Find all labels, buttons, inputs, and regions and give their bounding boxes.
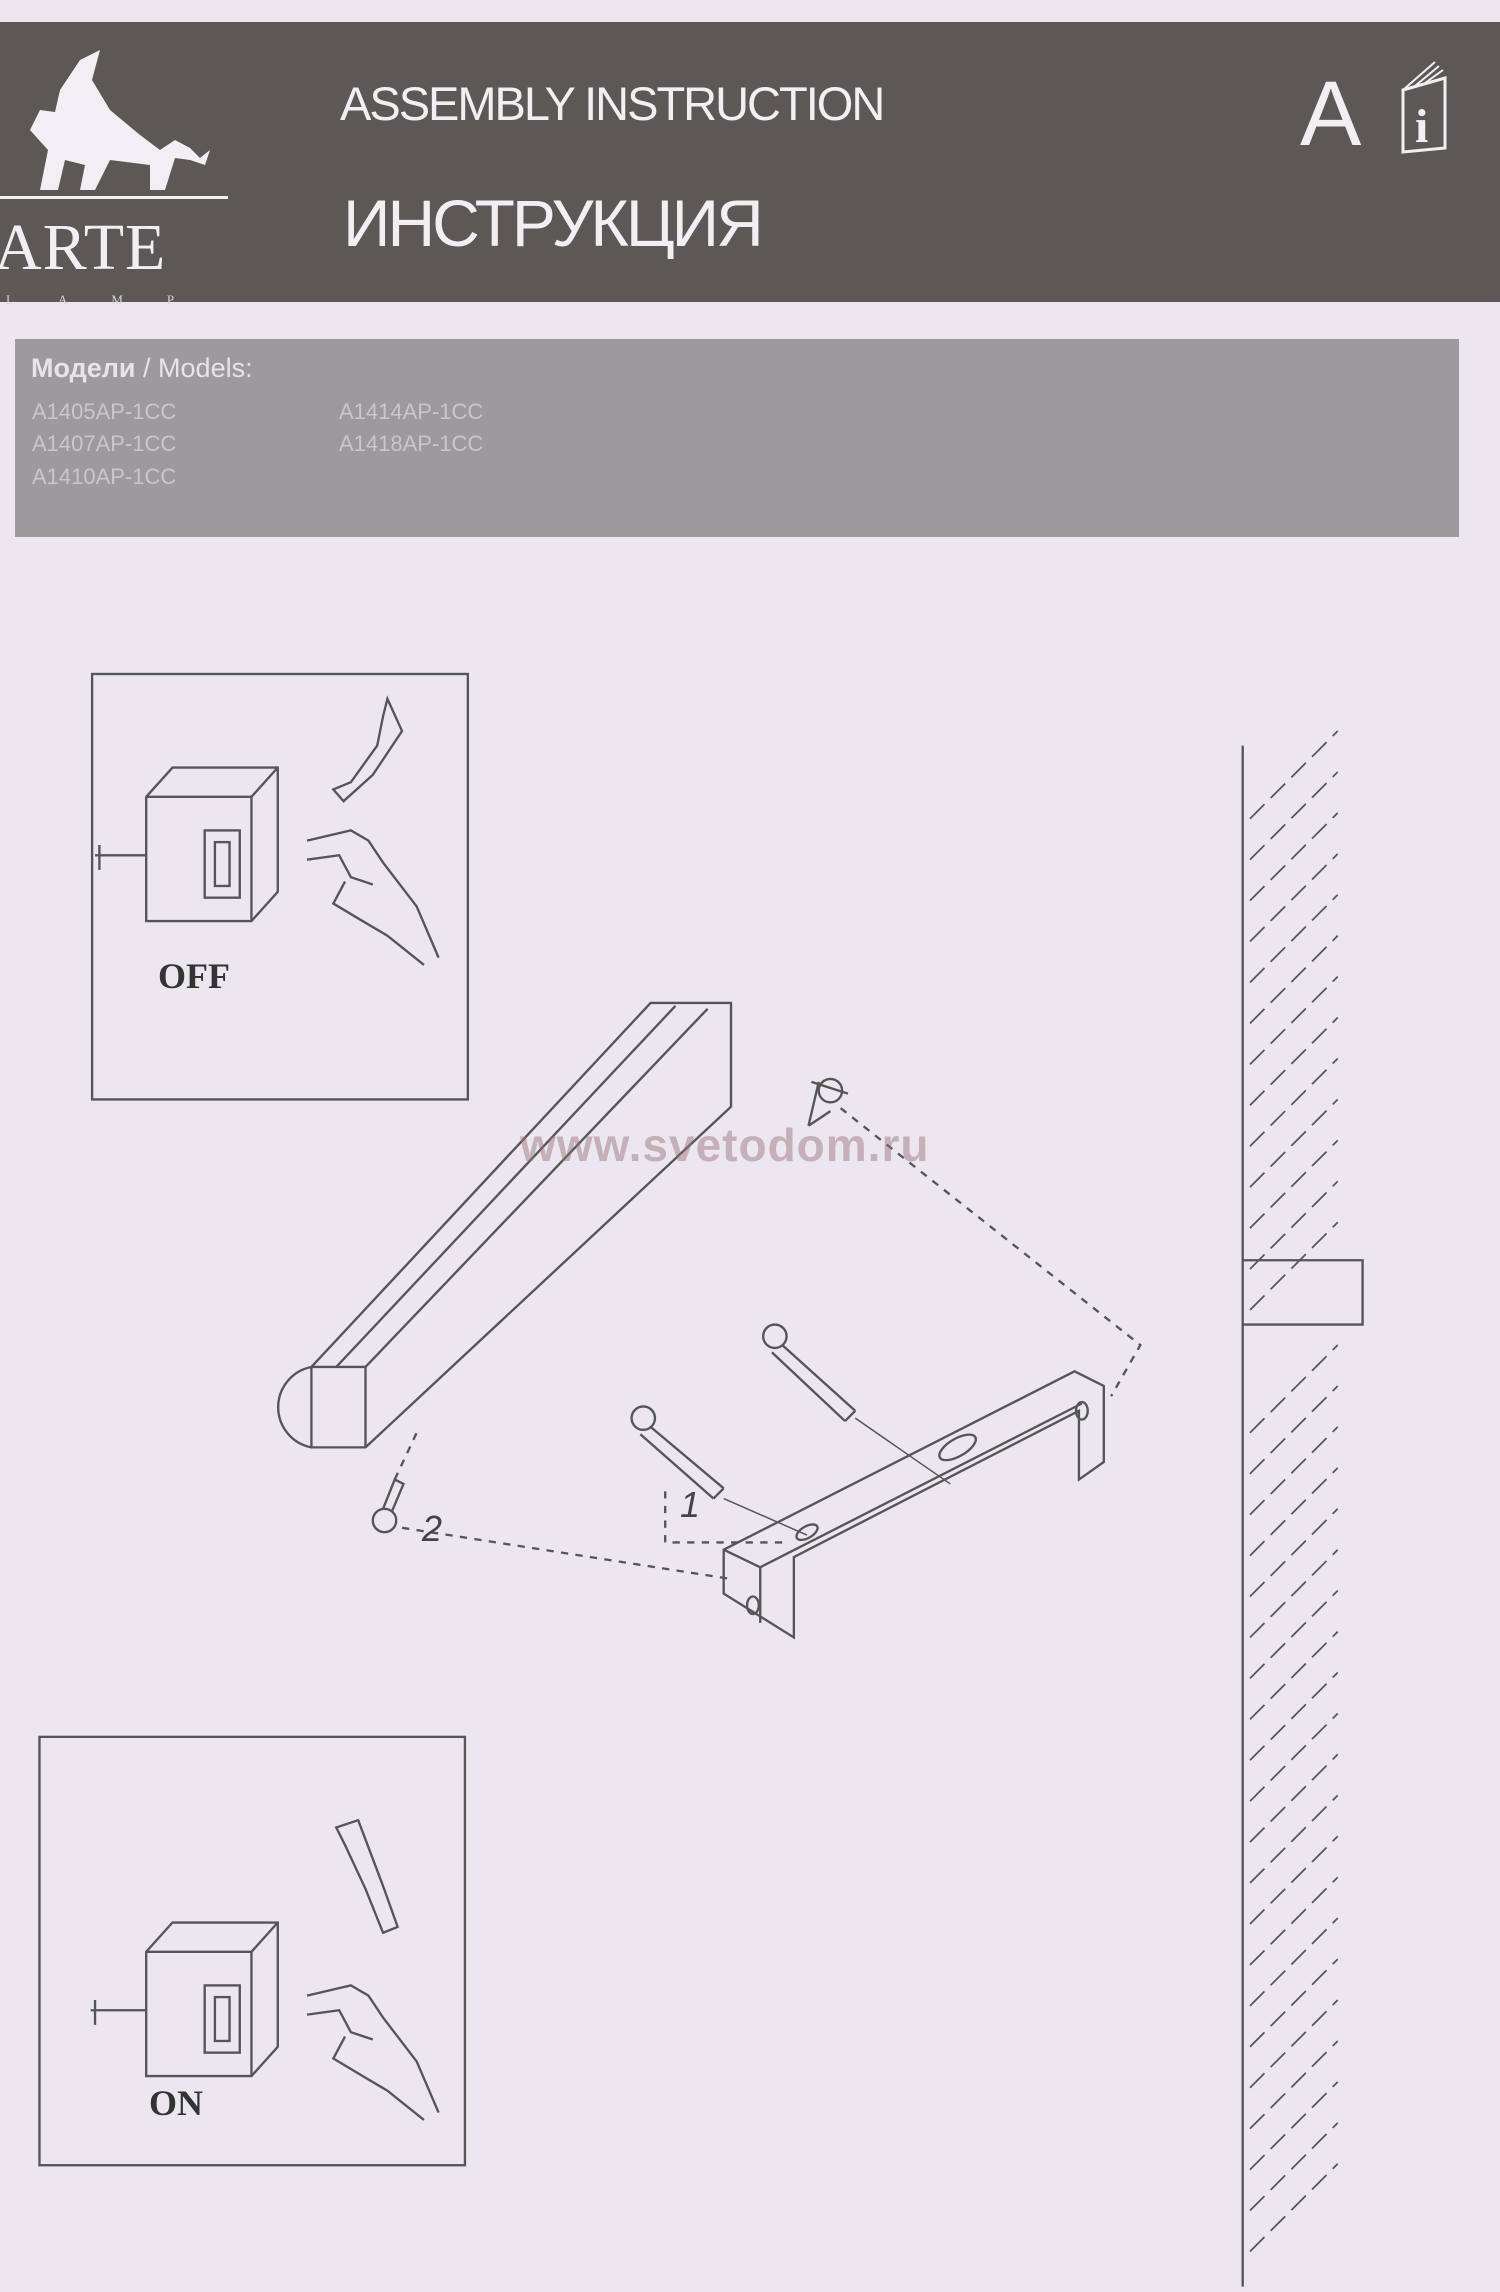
hatch-line <box>1249 935 1339 1025</box>
switch-on-panel <box>38 1735 467 2167</box>
switch-off-panel <box>90 672 470 1101</box>
wall-section <box>1241 730 1364 2287</box>
hatch-line <box>1249 853 1339 943</box>
header-band <box>0 22 1500 302</box>
hatch-line <box>1249 1344 1339 1434</box>
hatch-line <box>1249 1630 1339 1720</box>
step-1-label: 1 <box>680 1484 701 1525</box>
hatch-line <box>1249 771 1339 861</box>
screw-icon <box>761 1323 857 1422</box>
winged-lion-icon <box>0 50 228 199</box>
hatch-line <box>1249 1876 1339 1966</box>
lamp-body <box>277 1001 733 1449</box>
title-russian: ИНСТРУКЦИЯ <box>343 186 764 260</box>
hatch-line <box>1249 1180 1339 1270</box>
svg-text:i: i <box>1415 100 1428 153</box>
hand-icon <box>306 1984 440 2121</box>
models-heading: Модели / Models: <box>31 353 253 384</box>
on-label: ON <box>149 2083 203 2123</box>
light-switch-icon <box>90 1921 279 2078</box>
hatch-line <box>1249 1794 1339 1884</box>
hatch-line <box>1249 894 1339 984</box>
hand-icon <box>306 829 440 966</box>
arrow-down-icon <box>331 695 404 803</box>
hatch-line <box>1249 975 1339 1065</box>
hatch-line <box>1249 1712 1339 1802</box>
hatch-line <box>1249 1385 1339 1475</box>
hatch-line <box>1249 1016 1339 1106</box>
hatch-line <box>1249 1426 1339 1516</box>
hatch-line <box>1249 1753 1339 1843</box>
models-label-en: / Models: <box>135 353 253 383</box>
model-item: A1407AP-1CC <box>32 431 177 456</box>
step-2-label: 2 <box>422 1508 443 1549</box>
model-item: A1418AP-1CC <box>339 431 484 456</box>
hatch-line <box>1249 2081 1339 2171</box>
screw-icon <box>807 1077 849 1127</box>
mounting-bracket <box>722 1370 1105 1640</box>
off-label: OFF <box>158 956 230 996</box>
hatch-line <box>1249 1139 1339 1229</box>
hatch-line <box>1249 1057 1339 1147</box>
brand-sub: LAMP <box>6 292 219 307</box>
hatch-line <box>1249 1917 1339 2007</box>
hatch-line <box>1249 1999 1339 2089</box>
hatch-line <box>1249 1958 1339 2048</box>
title-english: ASSEMBLY INSTRUCTION <box>340 77 885 130</box>
model-item: A1414AP-1CC <box>339 399 484 424</box>
arte-lamp-logo: ARTE LAMP <box>0 40 230 307</box>
hatch-line <box>1249 1467 1339 1557</box>
hatch-line <box>1249 2122 1339 2212</box>
models-panel: Модели / Models: A1405AP-1CC A1407AP-1CC… <box>15 339 1459 537</box>
hatch-line <box>1249 812 1339 902</box>
watermark: www.svetodom.ru <box>520 1119 930 1171</box>
hatch-line <box>1249 1549 1339 1639</box>
model-item: A1410AP-1CC <box>32 464 177 489</box>
book-info-icon: i <box>1401 61 1447 154</box>
language-letter: A <box>1300 63 1362 165</box>
hatch-line <box>1249 730 1339 820</box>
hatch-line <box>1249 2163 1339 2253</box>
hatch-line <box>1249 1221 1339 1311</box>
hatch-line <box>1249 1671 1339 1761</box>
arrow-up-icon <box>334 1818 400 1935</box>
screw-icon <box>630 1405 725 1500</box>
models-label-ru: Модели <box>31 353 136 383</box>
hatch-line <box>1249 1098 1339 1188</box>
brand-name: ARTE <box>0 211 167 284</box>
hatch-line <box>1249 1508 1339 1598</box>
screw-icon <box>371 1477 406 1534</box>
hatch-line <box>1249 1590 1339 1679</box>
model-item: A1405AP-1CC <box>32 399 177 424</box>
hatch-line <box>1249 2040 1339 2130</box>
light-switch-icon <box>95 766 279 923</box>
hatch-line <box>1249 1835 1339 1925</box>
